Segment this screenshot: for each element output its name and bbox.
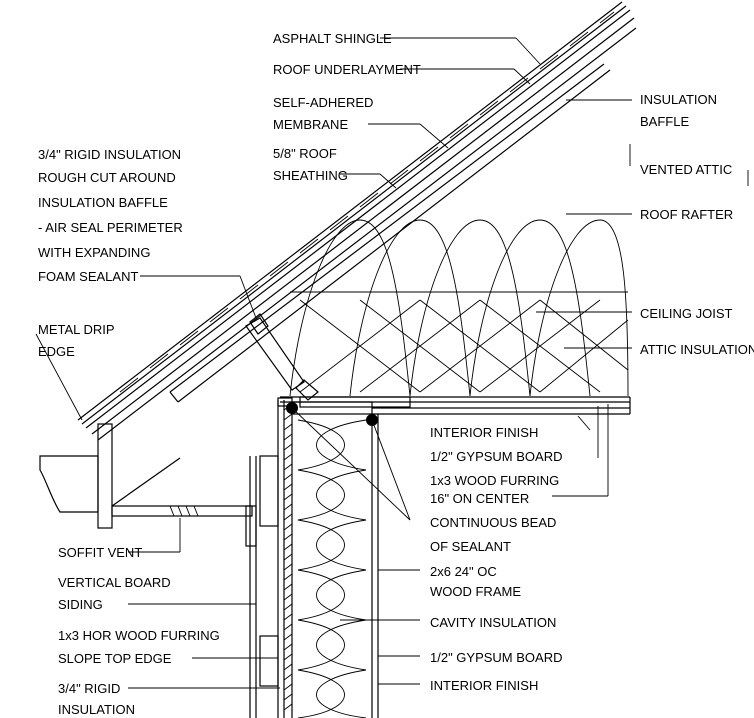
soffit-assembly <box>39 423 253 529</box>
label-interior-finish-top: INTERIOR FINISH <box>430 425 538 440</box>
roof-assembly <box>77 1 637 441</box>
label-roof-rafter: ROOF RAFTER <box>640 207 733 222</box>
baffle-line <box>177 69 611 403</box>
label-rigid-cut-6: FOAM SEALANT <box>38 269 138 284</box>
rafter-tail-end <box>169 391 179 403</box>
label-rigid-bottom-2: INSULATION <box>58 702 135 717</box>
label-asphalt-shingle: ASPHALT SHINGLE <box>273 31 392 46</box>
label-interior-finish-bottom: INTERIOR FINISH <box>430 678 538 693</box>
soffit-vent-slots <box>169 505 199 517</box>
ceiling-assembly <box>280 396 631 415</box>
label-bead-2: OF SEALANT <box>430 539 511 554</box>
labels: ASPHALT SHINGLE ROOF UNDERLAYMENT SELF-A… <box>38 31 754 717</box>
label-rigid-cut-1: 3/4" RIGID INSULATION <box>38 147 181 162</box>
label-membrane: MEMBRANE <box>273 117 348 132</box>
label-insulation-baffle-1: INSULATION <box>640 92 717 107</box>
gutter <box>39 455 99 513</box>
label-furring-2: 16" ON CENTER <box>430 491 529 506</box>
hor-furring-upper <box>259 455 279 527</box>
label-roof-sheathing-1: 5/8" ROOF <box>273 146 337 161</box>
label-rigid-cut-2: ROUGH CUT AROUND <box>38 170 176 185</box>
label-attic-insulation: ATTIC INSULATION <box>640 342 754 357</box>
underlayment-line <box>81 5 627 425</box>
label-self-adhered: SELF-ADHERED <box>273 95 373 110</box>
label-furring-1: 1x3 WOOD FURRING <box>430 473 559 488</box>
label-hor-furring-2: SLOPE TOP EDGE <box>58 651 172 666</box>
label-ceiling-joist: CEILING JOIST <box>640 306 733 321</box>
cavity-insulation-loops <box>297 419 345 718</box>
sheathing-top-line <box>91 17 635 435</box>
label-drip-edge-1: METAL DRIP <box>38 322 115 337</box>
sheathing-bottom-line <box>97 27 637 441</box>
label-rigid-cut-4: - AIR SEAL PERIMETER <box>38 220 183 235</box>
label-rigid-bottom-1: 3/4" RIGID <box>58 681 120 696</box>
label-bead-1: CONTINUOUS BEAD <box>430 515 556 530</box>
attic-insulation <box>289 219 629 397</box>
foam-sealant-top <box>249 313 269 335</box>
label-siding-1: VERTICAL BOARD <box>58 575 171 590</box>
label-hor-furring-1: 1x3 HOR WOOD FURRING <box>58 628 220 643</box>
shingle-top-line <box>77 1 623 421</box>
rafter-bottom-line <box>169 63 605 393</box>
fascia-board <box>97 423 113 529</box>
label-siding-2: SIDING <box>58 597 103 612</box>
label-rigid-cut-3: INSULATION BAFFLE <box>38 195 168 210</box>
label-gypsum-top: 1/2" GYPSUM BOARD <box>430 449 562 464</box>
double-plate <box>291 401 373 415</box>
shingle-tabs <box>119 11 615 393</box>
hor-furring-lower <box>259 635 279 687</box>
membrane-line <box>85 9 631 429</box>
label-cavity-insulation: CAVITY INSULATION <box>430 615 556 630</box>
label-vented-attic: VENTED ATTIC <box>640 162 732 177</box>
label-insulation-baffle-2: BAFFLE <box>640 114 689 129</box>
rigid-insulation-block <box>245 317 305 391</box>
label-soffit-vent: SOFFIT VENT <box>58 545 142 560</box>
label-rigid-cut-5: WITH EXPANDING <box>38 245 150 260</box>
label-roof-sheathing-2: SHEATHING <box>273 168 348 183</box>
label-roof-underlayment: ROOF UNDERLAYMENT <box>273 62 421 77</box>
soffit-board <box>111 505 253 517</box>
label-drip-edge-2: EDGE <box>38 344 75 359</box>
leader-lines <box>35 37 749 689</box>
label-frame-1: 2x6 24" OC <box>430 564 497 579</box>
label-gypsum-bottom: 1/2" GYPSUM BOARD <box>430 650 562 665</box>
wall-assembly <box>245 397 379 718</box>
label-frame-2: WOOD FRAME <box>430 584 521 599</box>
foam-sealant-bottom <box>295 379 319 401</box>
